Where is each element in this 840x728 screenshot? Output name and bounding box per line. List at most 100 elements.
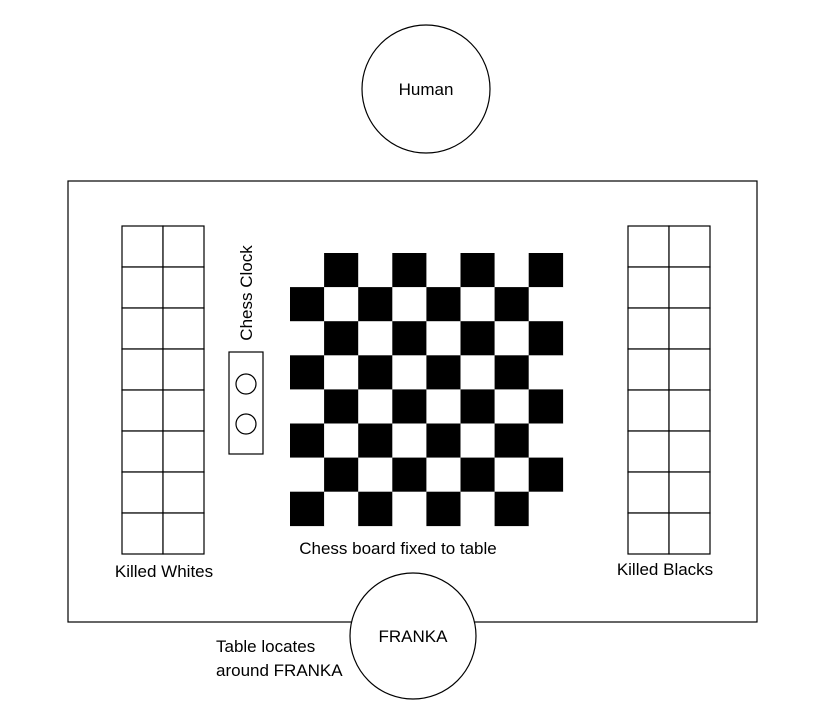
light-square [324,491,359,527]
dark-square [426,287,461,322]
killed-whites-cell [162,348,205,391]
light-square [528,491,564,527]
killed-whites-cell [121,348,164,391]
dark-square [494,491,529,527]
light-square [358,389,393,424]
dark-square [494,423,529,458]
dark-square [324,253,359,288]
killed-blacks-cell [627,348,670,391]
dark-square [358,355,393,390]
light-square [426,253,461,288]
dark-square [324,321,359,356]
dark-square [460,253,495,288]
light-square [392,423,427,458]
killed-blacks-cell [627,430,670,473]
killed-blacks-cell [627,512,670,555]
killed-whites-cell [162,471,205,514]
dark-square [460,389,495,424]
light-square [290,457,325,492]
table-note-line2: around FRANKA [216,661,343,680]
dark-square [358,423,393,458]
light-square [290,321,325,356]
killed-blacks-label: Killed Blacks [617,560,713,579]
killed-blacks-cell [668,389,711,432]
dark-square [460,321,495,356]
human-circle [361,24,491,154]
dark-square [358,287,393,322]
dark-square [426,355,461,390]
light-square [392,491,427,527]
dark-square [528,457,564,492]
dark-square [426,423,461,458]
killed-whites-cell [162,225,205,268]
light-square [460,287,495,322]
human-label: Human [399,80,454,99]
dark-square [460,457,495,492]
killed-blacks-cell [668,471,711,514]
killed-blacks-cell [668,225,711,268]
light-square [494,457,529,492]
light-square [324,355,359,390]
killed-whites-cell [162,430,205,473]
killed-blacks-cell [627,266,670,309]
killed-blacks-cell [668,430,711,473]
chess-clock-button-top [235,373,257,395]
killed-whites-cell [121,225,164,268]
killed-whites-cell [121,307,164,350]
killed-whites-cell [121,389,164,432]
killed-whites-cell [162,307,205,350]
dark-square [290,355,325,390]
chess-clock-button-bottom [235,413,257,435]
killed-blacks-cell [668,348,711,391]
dark-square [528,321,564,356]
light-square [426,457,461,492]
chess-board [290,253,564,527]
chess-clock [228,351,264,455]
light-square [494,389,529,424]
dark-square [392,321,427,356]
light-square [358,321,393,356]
dark-square [290,287,325,322]
killed-blacks-cell [668,307,711,350]
killed-whites-cell [121,266,164,309]
light-square [426,321,461,356]
killed-blacks-cell [627,225,670,268]
dark-square [392,253,427,288]
dark-square [290,491,325,527]
dark-square [528,389,564,424]
killed-blacks-grid [627,225,711,555]
light-square [324,423,359,458]
killed-whites-cell [162,389,205,432]
chess-clock-label: Chess Clock [237,245,256,341]
killed-whites-grid [121,225,205,555]
killed-whites-cell [121,512,164,555]
board-caption: Chess board fixed to table [299,539,497,558]
light-square [392,287,427,322]
table-note-line1: Table locates [216,637,315,656]
light-square [494,253,529,288]
dark-square [494,355,529,390]
dark-square [494,287,529,322]
light-square [460,355,495,390]
light-square [528,287,564,322]
light-square [290,253,325,288]
franka-circle [349,572,477,700]
light-square [392,355,427,390]
killed-whites-cell [162,266,205,309]
franka-label: FRANKA [379,627,449,646]
light-square [460,491,495,527]
dark-square [290,423,325,458]
killed-whites-cell [162,512,205,555]
light-square [528,423,564,458]
light-square [358,457,393,492]
dark-square [358,491,393,527]
killed-whites-cell [121,430,164,473]
light-square [528,355,564,390]
killed-blacks-cell [668,512,711,555]
dark-square [392,389,427,424]
light-square [358,253,393,288]
dark-square [324,389,359,424]
light-square [494,321,529,356]
light-square [324,287,359,322]
